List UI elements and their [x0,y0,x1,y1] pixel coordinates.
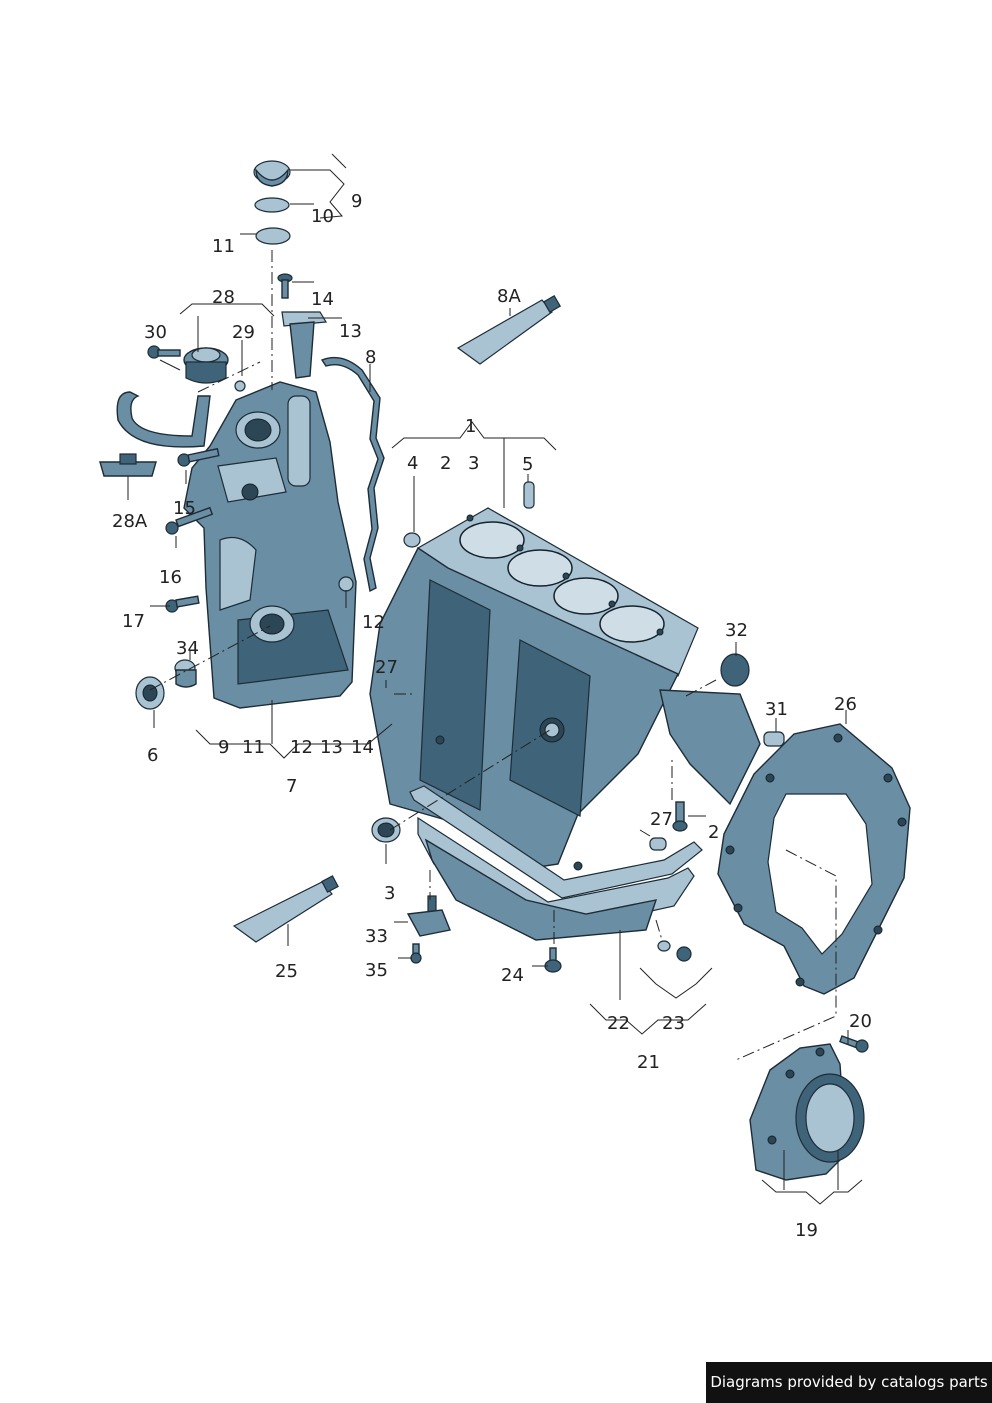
label-3-top: 3 [468,453,479,474]
label-21: 21 [637,1052,660,1073]
sealant-tube-25 [232,875,339,943]
label-19: 19 [795,1220,818,1241]
cap-32 [720,653,750,687]
label-10: 10 [311,206,334,227]
bolt-14 [277,273,293,299]
label-1: 1 [465,416,476,437]
center-lines [149,250,837,1061]
label-3-bottom: 3 [384,883,395,904]
dowel-31 [763,731,785,747]
bolt-30 [147,345,181,359]
group-label-12: 12 [290,737,313,758]
label-32: 32 [725,620,748,641]
label-9: 9 [351,191,362,212]
credit-banner: Diagrams provided by catalogs parts [706,1362,992,1403]
label-8a: 8A [497,286,521,307]
label-33: 33 [365,926,388,947]
oil-pan-gasket [409,785,703,899]
dowel-5 [523,481,535,509]
sleeve-34 [174,659,197,688]
bolt-15 [165,447,220,535]
sealant-tube-8a [456,294,562,365]
label-35: 35 [365,960,388,981]
label-26: 26 [834,694,857,715]
label-27-left: 27 [375,657,398,678]
hose-clip-28a [99,453,157,477]
bolt-20 [839,1035,869,1053]
drain-plug-23 [657,940,692,962]
group-label-9: 9 [218,737,229,758]
label-2-right: 2 [708,822,719,843]
label-8: 8 [365,347,376,368]
leader-lines [127,153,863,1205]
drain-bolt-24 [544,947,562,973]
label-27-right: 27 [650,809,673,830]
rear-seal-flange [749,1043,865,1181]
label-23: 23 [662,1013,685,1034]
oil-filler-neck [281,311,328,379]
label-20: 20 [849,1011,872,1032]
label-29: 29 [232,322,255,343]
bolt-2-right [672,801,688,832]
seal-ring-3 [371,817,401,843]
label-14: 14 [311,289,334,310]
seal-12 [338,576,354,592]
bolt-35 [410,943,422,964]
label-28a: 28A [112,511,148,532]
label-30: 30 [144,322,167,343]
timing-chain-cover [183,381,357,709]
label-22: 22 [607,1013,630,1034]
shaft-seal-6 [135,676,165,710]
filler-cap-gasket [255,227,291,245]
o-ring-29 [234,380,246,392]
plug-4 [403,532,421,548]
label-24: 24 [501,965,524,986]
label-5: 5 [522,454,533,475]
label-6: 6 [147,745,158,766]
cylinder-block [369,507,761,871]
group-label-13: 13 [320,737,343,758]
label-15: 15 [173,498,196,519]
bolt-17 [165,595,200,613]
oil-filler-cap [253,160,291,187]
dowel-27-right [649,837,667,851]
label-31: 31 [765,699,788,720]
part-labels: 9 10 11 14 13 8A 8 28 30 29 28A 15 16 17… [112,191,872,1241]
timing-cover-gasket [320,356,385,593]
label-13: 13 [339,321,362,342]
label-4: 4 [407,453,418,474]
oil-pan [417,816,695,941]
crankcase-breather-valve [183,347,229,384]
label-28: 28 [212,287,235,308]
group-label-11: 11 [242,737,265,758]
label-7: 7 [286,776,297,797]
label-2-top: 2 [440,453,451,474]
label-12: 12 [362,612,385,633]
group-label-14: 14 [351,737,374,758]
label-25: 25 [275,961,298,982]
label-34: 34 [176,638,199,659]
oil-level-sensor [406,895,451,937]
breather-hose [116,391,211,448]
label-16: 16 [159,567,182,588]
label-11: 11 [212,236,235,257]
intermediate-plate [717,723,911,995]
label-17: 17 [122,611,145,632]
filler-cap-seal-ring [254,197,290,213]
